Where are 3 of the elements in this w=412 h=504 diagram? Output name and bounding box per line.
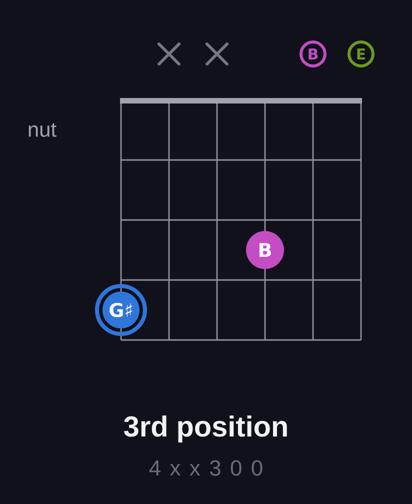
nut-label: nut (28, 123, 56, 137)
fingering-text: 4 x x 3 0 0 (149, 460, 262, 476)
caption: 3rd position (124, 416, 287, 442)
